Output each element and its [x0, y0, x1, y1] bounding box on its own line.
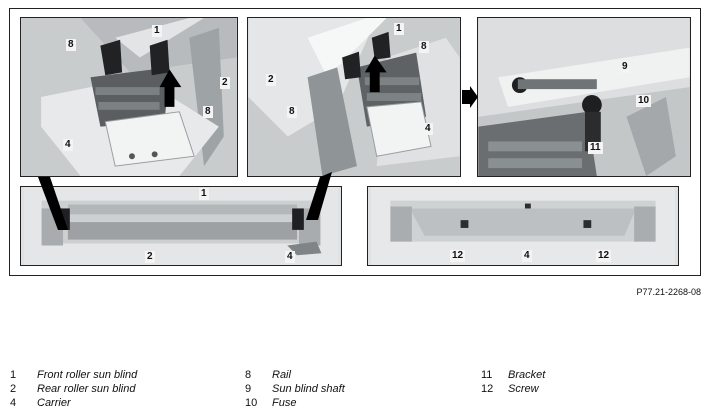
arrow-right-icon — [462, 86, 478, 108]
callout-4: 4 — [423, 123, 433, 135]
callout-8: 8 — [287, 106, 297, 118]
callout-1: 1 — [152, 25, 162, 37]
callout-12: 12 — [596, 250, 612, 262]
callout-4: 4 — [63, 139, 73, 151]
panel-top-middle: 1 8 2 8 4 — [247, 17, 461, 177]
callout-1: 1 — [394, 23, 404, 35]
panel-bottom-left: 1 2 4 — [20, 186, 342, 266]
callout-2: 2 — [145, 251, 155, 263]
callout-2: 2 — [220, 77, 230, 89]
callout-2: 2 — [266, 74, 276, 86]
panel-bottom-right: 12 4 12 — [367, 186, 679, 266]
photo-carrier-front — [21, 18, 237, 176]
callout-12: 12 — [450, 250, 466, 262]
callout-11: 11 — [588, 142, 603, 154]
callout-1: 1 — [199, 188, 209, 200]
callout-8: 8 — [419, 41, 429, 53]
callout-4: 4 — [285, 251, 295, 263]
photo-carrier-rear — [248, 18, 460, 176]
photo-shaft-fuse-detail — [478, 18, 690, 176]
callout-4: 4 — [522, 250, 532, 262]
figure-reference-code: P77.21-2268-08 — [636, 287, 701, 297]
panel-top-right: 9 10 11 — [477, 17, 691, 177]
panel-top-left: 1 8 2 8 4 — [20, 17, 238, 177]
detail-connector-lines — [38, 172, 332, 230]
callout-10: 10 — [636, 95, 652, 107]
callout-9: 9 — [620, 61, 630, 73]
callout-8: 8 — [203, 106, 213, 118]
callout-8: 8 — [66, 39, 76, 51]
